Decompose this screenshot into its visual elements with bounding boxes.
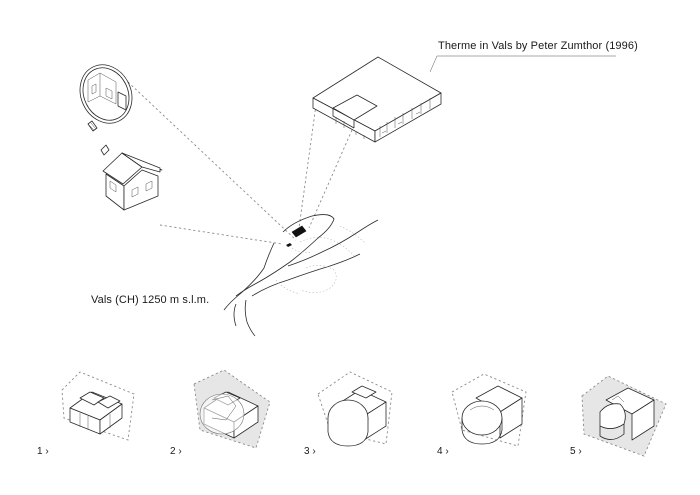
step-label-2: 2 › — [170, 446, 182, 457]
step-label-4: 4 › — [437, 446, 449, 457]
step-label-3: 3 › — [304, 446, 316, 457]
door-fragment — [87, 120, 98, 132]
view-cone-building — [298, 104, 353, 229]
valley-map — [223, 214, 379, 337]
step-5-carved — [581, 375, 667, 457]
view-cone-interior — [127, 81, 297, 241]
step-label-5: 5 › — [570, 446, 582, 457]
house-axonometric — [100, 144, 163, 211]
step-4-hollow — [451, 373, 527, 447]
therme-building-axonometric — [312, 56, 442, 143]
location-label: Vals (CH) 1250 m s.l.m. — [91, 294, 210, 306]
step-2-volumes-overlay — [193, 369, 271, 449]
interior-vignette — [79, 64, 133, 124]
step-3-cylinder — [317, 371, 393, 447]
step-label-1: 1 › — [37, 446, 49, 457]
view-cone-house — [159, 224, 283, 245]
building-title-label: Therme in Vals by Peter Zumthor (1996) — [438, 40, 638, 52]
step-1-volumes — [61, 371, 135, 441]
house-location-marker — [286, 243, 292, 247]
building-location-marker — [291, 225, 307, 238]
title-leader-tick — [429, 55, 438, 73]
